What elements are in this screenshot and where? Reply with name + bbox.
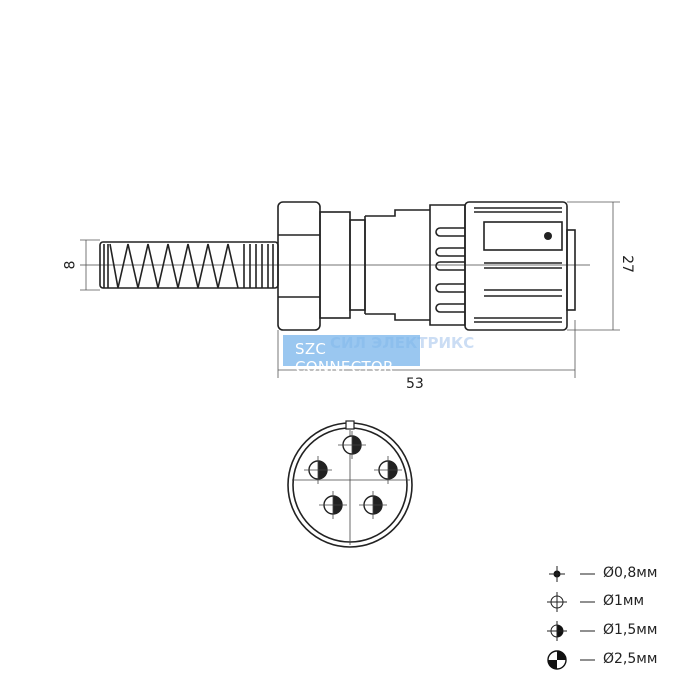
- dimension-27-label: 27: [618, 255, 635, 273]
- body: [364, 209, 430, 321]
- pin: [359, 491, 387, 519]
- pin-face: [287, 420, 413, 548]
- pin-0.8-icon: [549, 566, 595, 582]
- pin: [338, 431, 366, 459]
- watermark: SZC CONNECTOR: [283, 335, 420, 376]
- pin-1-icon: [547, 592, 595, 612]
- watermark-label: SZC CONNECTOR: [295, 340, 394, 376]
- legend-label-0.8: Ø0,8мм: [603, 565, 658, 581]
- dimension-8: [80, 239, 100, 291]
- pin: [304, 456, 332, 484]
- dimension-27: [567, 201, 620, 331]
- legend-label-1.5: Ø1,5мм: [603, 622, 658, 638]
- coupling-nut: [464, 201, 576, 331]
- cable-spring: [99, 241, 279, 289]
- dimension-53: [277, 320, 576, 378]
- pin-2.5-icon: [547, 650, 595, 670]
- pin: [374, 456, 402, 484]
- dimension-8-label: 8: [62, 260, 79, 270]
- legend-label-2.5: Ø2,5мм: [603, 651, 658, 667]
- pin-1.5-icon: [547, 621, 595, 641]
- legend-label-1: Ø1мм: [603, 593, 645, 609]
- hex-nut: [277, 201, 321, 331]
- dimension-53-label: 53: [406, 376, 424, 392]
- pin: [319, 491, 347, 519]
